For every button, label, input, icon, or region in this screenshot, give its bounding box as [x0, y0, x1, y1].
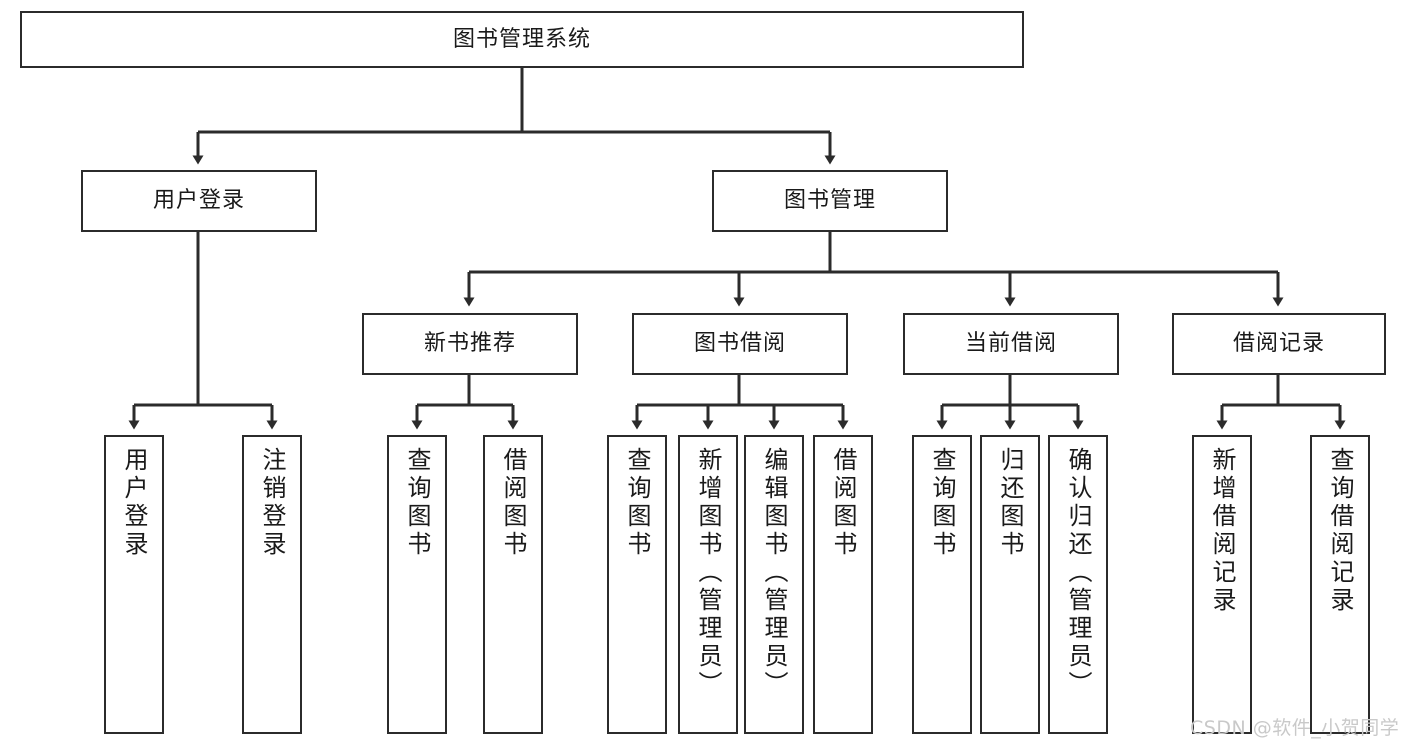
node-label: 查询图书 [403, 447, 431, 559]
leaf-query-borrow-record[interactable]: 查询借阅记录 [1310, 435, 1370, 734]
leaf-query-book-recommend[interactable]: 查询图书 [387, 435, 447, 734]
node-label: 确认归还（管理员） [1064, 447, 1092, 699]
node-label: 图书借阅 [693, 331, 786, 357]
leaf-return-book[interactable]: 归还图书 [980, 435, 1040, 734]
node-borrow-records[interactable]: 借阅记录 [1172, 313, 1386, 375]
leaf-user-login[interactable]: 用户登录 [104, 435, 164, 734]
node-label: 查询图书 [928, 447, 956, 559]
node-root-system[interactable]: 图书管理系统 [20, 11, 1024, 68]
leaf-query-book-current[interactable]: 查询图书 [912, 435, 972, 734]
node-label: 借阅记录 [1232, 331, 1325, 357]
leaf-edit-book-admin[interactable]: 编辑图书（管理员） [744, 435, 804, 734]
node-label: 查询图书 [623, 447, 651, 559]
node-label: 用户登录 [120, 447, 148, 559]
csdn-watermark: CSDN @软件_小贺同学 [1190, 717, 1400, 739]
leaf-add-book-admin[interactable]: 新增图书（管理员） [678, 435, 738, 734]
leaf-confirm-return-admin[interactable]: 确认归还（管理员） [1048, 435, 1108, 734]
node-label: 新增图书（管理员） [694, 447, 722, 699]
leaf-add-borrow-record[interactable]: 新增借阅记录 [1192, 435, 1252, 734]
node-label: 查询借阅记录 [1326, 447, 1354, 615]
node-label: 借阅图书 [829, 447, 857, 559]
node-label: 注销登录 [258, 447, 286, 559]
node-label: 新书推荐 [423, 331, 516, 357]
node-label: 用户登录 [152, 188, 245, 214]
node-user-login[interactable]: 用户登录 [81, 170, 317, 232]
node-label: 归还图书 [996, 447, 1024, 559]
node-book-borrow[interactable]: 图书借阅 [632, 313, 848, 375]
leaf-borrow-book-recommend[interactable]: 借阅图书 [483, 435, 543, 734]
leaf-borrow-book[interactable]: 借阅图书 [813, 435, 873, 734]
node-current-borrow[interactable]: 当前借阅 [903, 313, 1119, 375]
leaf-query-book-borrow[interactable]: 查询图书 [607, 435, 667, 734]
node-new-book-recommend[interactable]: 新书推荐 [362, 313, 578, 375]
node-book-management[interactable]: 图书管理 [712, 170, 948, 232]
node-label: 图书管理系统 [452, 26, 591, 52]
node-label: 当前借阅 [964, 331, 1057, 357]
node-label: 新增借阅记录 [1208, 447, 1236, 615]
node-label: 编辑图书（管理员） [760, 447, 788, 699]
node-label: 借阅图书 [499, 447, 527, 559]
leaf-logout[interactable]: 注销登录 [242, 435, 302, 734]
node-label: 图书管理 [783, 188, 876, 214]
